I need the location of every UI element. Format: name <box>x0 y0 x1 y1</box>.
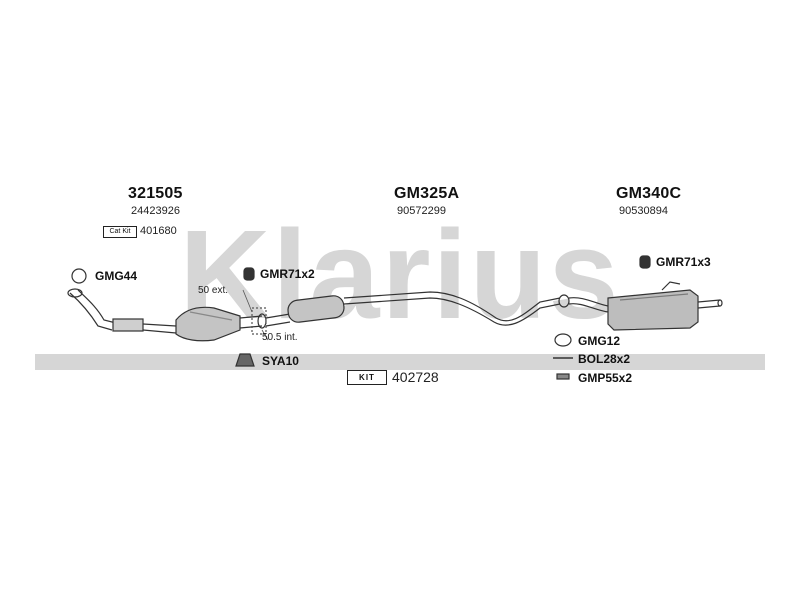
accessory-gmg44: GMG44 <box>95 269 138 283</box>
clamp-icon-sya10 <box>235 353 255 367</box>
oe-number-mid: 90572299 <box>397 205 446 217</box>
accessory-gmg12: GMG12 <box>578 334 621 348</box>
accessory-sya10: SYA10 <box>262 354 299 368</box>
rubber-mount-icon-gmr71x2 <box>243 267 255 281</box>
cat-kit-label: Cat Kit <box>103 226 137 238</box>
tail-pipe-upper <box>343 291 561 322</box>
part-number-front: 321505 <box>128 185 183 202</box>
watermark-underline <box>35 354 765 370</box>
gasket-icon-gmg12 <box>554 333 572 347</box>
mount-icon-gmp55x2 <box>556 373 570 380</box>
gasket-icon-gmg44 <box>71 268 87 284</box>
rear-flange <box>558 294 570 308</box>
tail-pipe-lower <box>343 297 561 326</box>
front-flange <box>67 288 83 298</box>
part-number-mid: GM325A <box>394 185 460 202</box>
kit-number: 402728 <box>392 369 439 385</box>
joint-flange <box>257 313 267 329</box>
accessory-gmp55x2: GMP55x2 <box>578 371 633 385</box>
accessory-gmr71x2: GMR71x2 <box>260 267 315 281</box>
accessory-gmr71x3: GMR71x3 <box>656 255 711 269</box>
front-pipe <box>69 292 113 331</box>
kit-label: KIT <box>347 370 387 385</box>
dimension-ext: 50 ext. <box>198 285 229 296</box>
oe-number-rear: 90530894 <box>619 205 668 217</box>
rubber-mount-icon-gmr71x3 <box>639 255 651 269</box>
dimension-int: 50.5 int. <box>262 332 298 343</box>
mid-silencer <box>287 295 345 323</box>
cat-kit-number: 401680 <box>140 225 177 237</box>
rear-silencer <box>607 289 699 331</box>
part-number-rear: GM340C <box>616 185 682 202</box>
accessory-bol28x2: BOL28x2 <box>578 352 631 366</box>
catalytic-converter <box>175 306 241 342</box>
oe-number-front: 24423926 <box>131 205 180 217</box>
flex-section <box>112 318 144 332</box>
